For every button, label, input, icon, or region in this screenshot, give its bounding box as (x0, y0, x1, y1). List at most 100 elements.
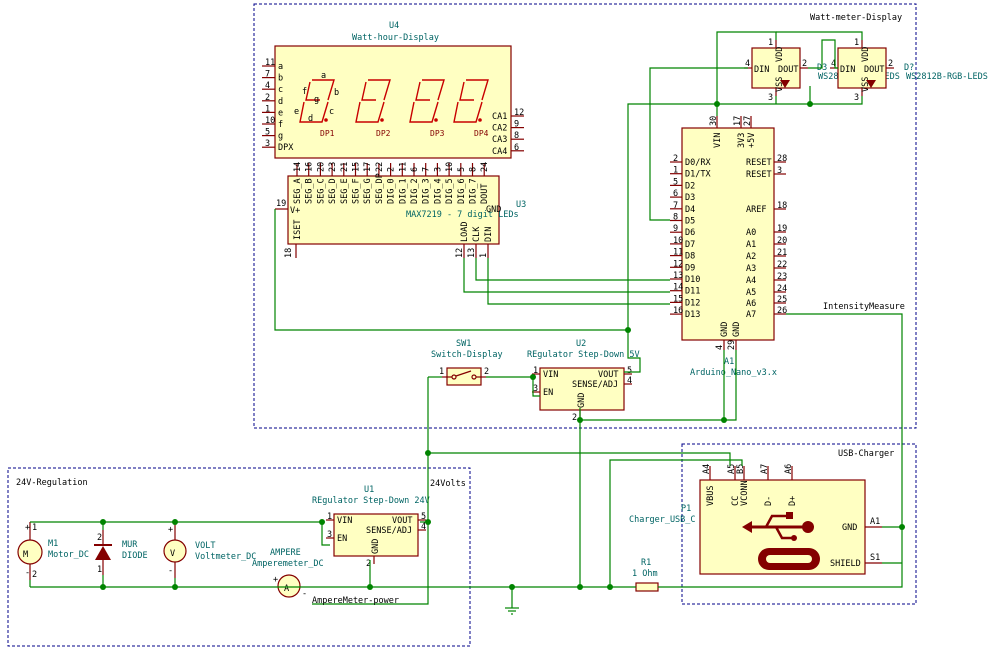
u3-pin-name: SEG_B (305, 178, 315, 204)
u4-pin-num: 6 (514, 143, 519, 153)
led-pin-num: 2 (888, 59, 893, 69)
sheet-wattmeter-frame: Watt-meter-Display (253, 3, 917, 429)
led-pin-name: VDD (775, 47, 785, 62)
led-icon (866, 80, 876, 88)
d1-diode[interactable]: 2 1 MUR DIODE (94, 530, 148, 575)
a1-pin-num: 9 (673, 224, 678, 234)
u3-pin-name: SEG_F (352, 178, 362, 204)
a1-pin-name: D5 (685, 217, 695, 227)
digit-segment (466, 79, 489, 101)
amperemeter-glyph: A (284, 584, 289, 594)
u3-pin-num: 20 (316, 162, 326, 172)
u4-pin-num: 5 (265, 128, 270, 138)
u4-ref: U4 (389, 21, 399, 31)
led-value: WS2812B-RGB-LEDS (906, 72, 988, 82)
sheet-usb-frame: USB-Charger (681, 443, 917, 605)
volt-value: Voltmeter_DC (195, 552, 256, 562)
u3-pin-num: 12 (455, 248, 465, 258)
a1-ref: A1 (724, 357, 734, 367)
sheet-regulation-title: 24V-Regulation (16, 478, 88, 488)
p1-pin-num: A5 (727, 464, 737, 474)
led-pin-name: DOUT (864, 65, 884, 75)
a1-pin-num: 8 (673, 213, 678, 223)
m1-plus: + (25, 523, 30, 533)
led-pin-num: 4 (831, 59, 836, 69)
regulator-pin-num: 4 (627, 376, 632, 386)
r1-resistor[interactable]: R1 1 Ohm (632, 558, 659, 592)
u4-seg-labels: a b c d e f g (294, 71, 339, 124)
a1-pin-name: RESET (746, 170, 772, 180)
m1-pin2: 2 (32, 570, 37, 580)
u3-pin-num: 1 (479, 253, 489, 258)
u4-seg-g: g (314, 95, 319, 105)
a1-pin-name: RESET (746, 158, 772, 168)
u3-ref: U3 (516, 200, 526, 210)
d1-value: DIODE (122, 551, 148, 561)
u3-pin-name: DIG_7 (469, 178, 479, 204)
a1-pin-num: 19 (777, 224, 787, 234)
led-pin-num: 1 (854, 38, 859, 48)
u3-pin-num: 6 (410, 167, 420, 172)
digit-segment (368, 79, 391, 101)
a1-pin-num: 17 (733, 116, 743, 126)
led-pin-num: 3 (854, 93, 859, 103)
r1-value: 1 Ohm (632, 569, 658, 579)
a1-pin-name: A5 (746, 288, 756, 298)
a1-pin-num: 22 (777, 260, 787, 270)
p1-pin-name: VCONN (740, 480, 750, 506)
u3-max7219[interactable]: 14SEG_A16SEG_B20SEG_C23SEG_D21SEG_E15SEG… (275, 162, 526, 258)
p1-pin-num: A4 (702, 464, 712, 474)
amperemeter[interactable]: A + - AMPERE Amperemeter_DC (252, 548, 324, 599)
u4-pin-name: b (278, 74, 283, 84)
u4-seg-f: f (302, 87, 307, 97)
r1-ref: R1 (641, 558, 651, 568)
regulator-body (539, 367, 625, 411)
a1-pin-num: 14 (673, 283, 683, 293)
p1-pin-name: CC (731, 496, 741, 506)
m1-motor[interactable]: M + 1 - 2 M1 Motor_DC (17, 522, 89, 580)
voltmeter[interactable]: V + - VOLT Voltmeter_DC (163, 524, 256, 578)
led-icon (780, 80, 790, 88)
led-pin-name: VSS (861, 77, 871, 92)
u3-pin-name: DIG_2 (410, 178, 420, 204)
usb-c-port-icon (758, 548, 820, 570)
u3-vplus-num: 19 (276, 199, 286, 209)
a1-pin-name: A1 (746, 240, 756, 250)
a1-pin-name: D1/TX (685, 170, 711, 180)
junctions (100, 101, 905, 590)
regulator-pin-name: EN (337, 534, 347, 544)
digit-dp (434, 118, 438, 122)
regulator-pin-name: SENSE/ADJ (572, 380, 618, 390)
digit-segment (361, 81, 376, 101)
u4-pin-num: 2 (265, 93, 270, 103)
u4-pin-name: CA4 (492, 147, 507, 157)
a1-pin-num: 6 (673, 189, 678, 199)
sw1-switch[interactable]: SW1 Switch-Display 1 2 (431, 339, 503, 386)
net-amperemeter-power: AmpereMeter-power (312, 596, 399, 606)
u3-pin-name: LOAD (460, 222, 470, 242)
u3-vplus-name: V+ (290, 206, 300, 216)
p1-pin-name: VBUS (706, 486, 716, 506)
regulator-pin-num: 1 (533, 366, 538, 376)
u3-iset-num: 18 (284, 248, 294, 258)
a1-pin-name: D3 (685, 193, 695, 203)
u3-pin-name: SEG_E (340, 178, 350, 204)
u3-pin-name: SEG_DP (375, 173, 385, 204)
u3-pin-num: 8 (469, 167, 479, 172)
regulator-body (333, 513, 419, 557)
u3-pin-name: DOUT (480, 184, 490, 204)
a1-pin-num: 13 (673, 271, 683, 281)
a1-pin-name: GND (732, 322, 742, 337)
u3-pin-name: DIN (484, 227, 494, 242)
digit-dp-label: DP2 (376, 129, 391, 138)
p1-ref: P1 (681, 504, 691, 514)
